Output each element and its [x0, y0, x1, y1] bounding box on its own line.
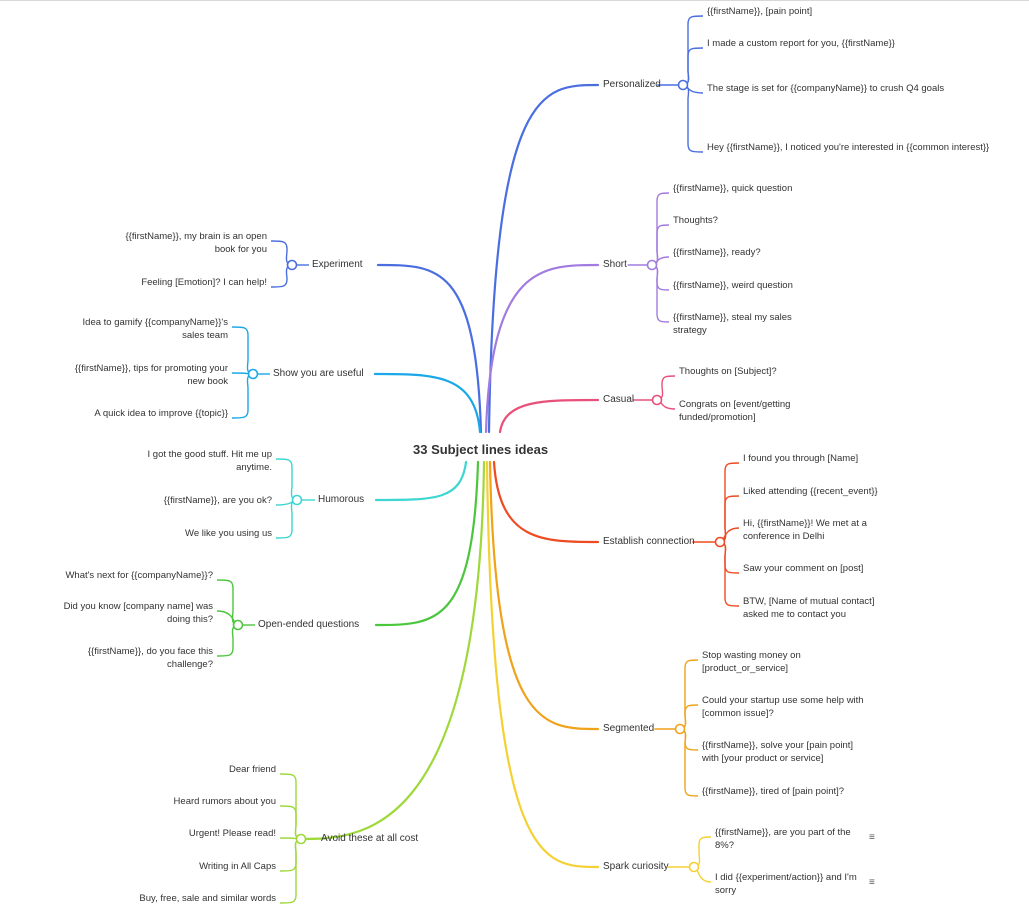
branch-establish-trunk [492, 460, 600, 544]
collapse-toggle-icon[interactable] [688, 861, 700, 873]
collapse-toggle-icon[interactable] [247, 368, 259, 380]
branch-personalized-trunk [487, 83, 600, 434]
central-topic[interactable]: 33 Subject lines ideas [413, 442, 549, 457]
branch-experiment[interactable]: Experiment [312, 259, 363, 270]
branch-useful-connectors [231, 326, 482, 434]
leaf-useful-3[interactable]: A quick idea to improve {{topic}} [94, 408, 228, 419]
branch-humorous-trunk [374, 460, 468, 502]
collapse-toggle-icon[interactable] [232, 619, 244, 631]
leaf-segmented-2[interactable]: Could your startup use some help with [c… [702, 695, 864, 719]
branch-casual-trunk [498, 398, 600, 434]
branch-establish[interactable]: Establish connection [603, 536, 695, 547]
leaf-humorous-1[interactable]: I got the good stuff. Hit me up anytime. [147, 449, 272, 473]
leaf-avoid-2[interactable]: Heard rumors about you [173, 796, 276, 807]
leaf-avoid-5[interactable]: Buy, free, sale and similar words [139, 893, 276, 904]
note-icon[interactable]: ≡ [869, 877, 875, 888]
leaf-establish-1[interactable]: I found you through [Name] [743, 453, 859, 464]
collapse-toggle-icon[interactable] [286, 259, 298, 271]
branch-spark-trunk [485, 460, 600, 869]
branch-openended[interactable]: Open-ended questions [258, 619, 360, 630]
branch-short[interactable]: Short [603, 259, 627, 270]
leaf-short-4[interactable]: {{firstName}}, weird question [673, 280, 793, 291]
branch-useful-trunk [373, 372, 482, 434]
leaf-establish-3[interactable]: Hi, {{firstName}}! We met at a conferenc… [743, 518, 867, 542]
branch-short-trunk [484, 263, 600, 434]
leaf-personalized-3[interactable]: The stage is set for {{companyName}} to … [707, 83, 945, 94]
collapse-toggle-icon[interactable] [646, 259, 658, 271]
leaf-spark-2[interactable]: I did {{experiment/action}} and I'm sorr… [715, 872, 857, 896]
leaf-openended-1[interactable]: What's next for {{companyName}}? [65, 570, 213, 581]
branch-short-connectors [484, 192, 670, 434]
branch-personalized-connectors [487, 15, 704, 434]
leaf-short-5[interactable]: {{firstName}}, steal my sales strategy [673, 312, 792, 336]
leaf-avoid-4[interactable]: Writing in All Caps [199, 861, 276, 872]
branch-openended-connectors [216, 460, 480, 657]
branch-experiment-trunk [376, 263, 483, 434]
branch-useful[interactable]: Show you are useful [273, 368, 364, 379]
collapse-toggle-icon[interactable] [291, 494, 303, 506]
branch-avoid-connectors [279, 460, 486, 904]
branch-spark[interactable]: Spark curiosity [603, 861, 669, 872]
leaf-personalized-2[interactable]: I made a custom report for you, {{firstN… [707, 38, 895, 49]
leaf-humorous-2[interactable]: {{firstName}}, are you ok? [163, 495, 272, 506]
leaf-establish-5[interactable]: BTW, [Name of mutual contact] asked me t… [743, 596, 875, 620]
leaf-establish-4[interactable]: Saw your comment on [post] [743, 563, 864, 574]
leaf-useful-2[interactable]: {{firstName}}, tips for promoting your n… [74, 363, 228, 387]
leaf-experiment-2[interactable]: Feeling [Emotion]? I can help! [141, 277, 267, 288]
branch-avoid-trunk [298, 460, 486, 841]
branch-experiment-connectors [270, 240, 483, 434]
branch-avoid[interactable]: Avoid these at all cost [321, 833, 419, 844]
leaf-openended-3[interactable]: {{firstName}}, do you face this challeng… [87, 646, 213, 670]
leaf-short-1[interactable]: {{firstName}}, quick question [673, 183, 793, 194]
leaf-short-3[interactable]: {{firstName}}, ready? [673, 247, 761, 258]
leaf-casual-1[interactable]: Thoughts on [Subject]? [679, 366, 777, 377]
branch-personalized[interactable]: Personalized [603, 79, 661, 90]
collapse-toggle-icon[interactable] [674, 723, 686, 735]
top-border [0, 0, 1029, 1]
branch-casual[interactable]: Casual [603, 394, 635, 405]
leaf-segmented-3[interactable]: {{firstName}}, solve your [pain point] w… [702, 740, 854, 764]
leaf-openended-2[interactable]: Did you know [company name] was doing th… [63, 601, 213, 625]
branch-spark-connectors [485, 460, 712, 883]
leaf-avoid-3[interactable]: Urgent! Please read! [188, 828, 276, 839]
branch-humorous-connectors [275, 458, 468, 539]
collapse-toggle-icon[interactable] [677, 79, 689, 91]
leaf-short-2[interactable]: Thoughts? [673, 215, 718, 226]
note-icon[interactable]: ≡ [869, 832, 875, 843]
leaf-segmented-4[interactable]: {{firstName}}, tired of [pain point]? [702, 786, 845, 797]
branch-casual-connectors [498, 375, 676, 434]
leaf-avoid-1[interactable]: Dear friend [229, 764, 276, 775]
leaf-humorous-3[interactable]: We like you using us [185, 528, 272, 539]
leaf-useful-1[interactable]: Idea to gamify {{companyName}}'s sales t… [82, 317, 228, 341]
leaf-personalized-4[interactable]: Hey {{firstName}}, I noticed you're inte… [707, 142, 990, 153]
branch-segmented-connectors [488, 460, 699, 797]
branch-openended-trunk [374, 460, 480, 627]
collapse-toggle-icon[interactable] [651, 394, 663, 406]
leaf-spark-1[interactable]: {{firstName}}, are you part of the 8%? [715, 827, 851, 851]
leaf-segmented-1[interactable]: Stop wasting money on [product_or_servic… [702, 650, 801, 674]
collapse-toggle-icon[interactable] [295, 833, 307, 845]
leaf-establish-2[interactable]: Liked attending {{recent_event}} [743, 486, 878, 497]
branch-segmented-trunk [488, 460, 600, 731]
branch-humorous[interactable]: Humorous [318, 494, 365, 505]
leaf-personalized-1[interactable]: {{firstName}}, [pain point] [707, 6, 813, 17]
leaf-casual-2[interactable]: Congrats on [event/getting funded/promot… [679, 399, 791, 423]
branch-establish-connectors [492, 460, 740, 607]
collapse-toggle-icon[interactable] [714, 536, 726, 548]
leaf-experiment-1[interactable]: {{firstName}}, my brain is an open book … [125, 231, 267, 255]
branch-segmented[interactable]: Segmented [603, 723, 655, 734]
